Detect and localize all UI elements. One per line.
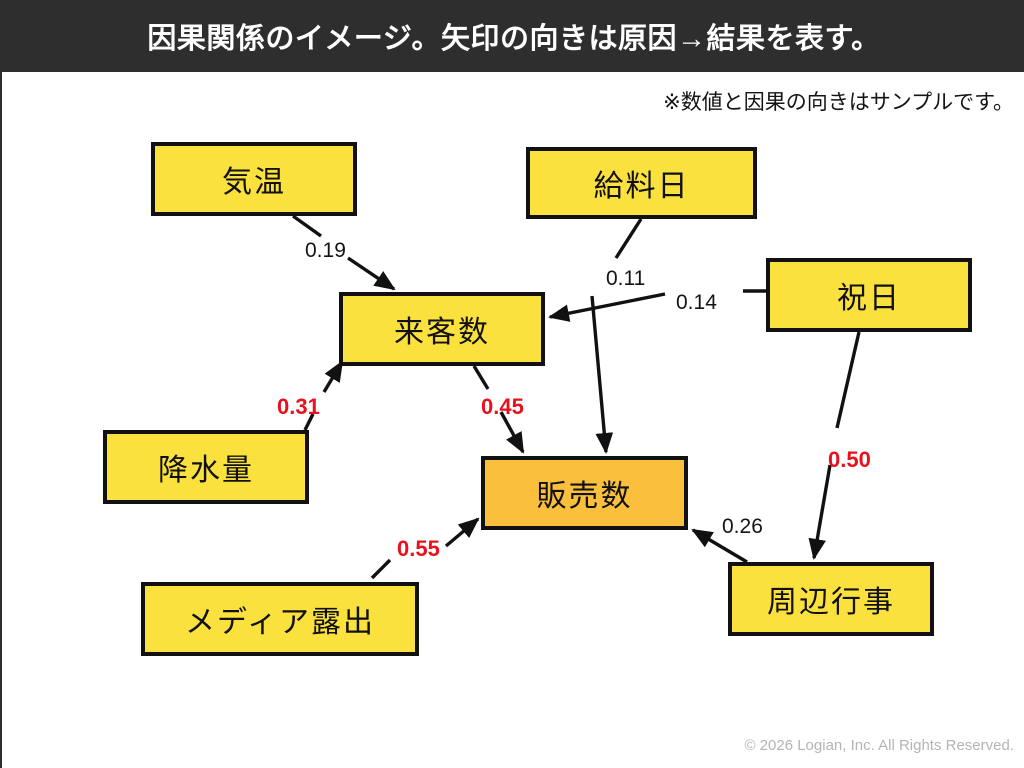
- edge-shukujitsu-to-shuhen: [808, 331, 861, 561]
- page-title: 因果関係のイメージ。矢印の向きは原因→結果を表す。: [147, 23, 881, 55]
- node-label: 気温: [222, 166, 286, 199]
- edge-label-kion-raikyakusu: 0.19: [305, 239, 346, 262]
- node-shukujitsu[interactable]: 祝日: [766, 258, 972, 332]
- node-shuhen[interactable]: 周辺行事: [728, 562, 934, 636]
- edge-media-to-hanbaisu: [370, 517, 480, 580]
- node-label: メディア露出: [185, 606, 375, 639]
- edge-label-media-hanbaisu: 0.55: [397, 536, 440, 561]
- edge-kosuiryo-to-raikyakusu: [303, 360, 344, 431]
- node-kion[interactable]: 気温: [151, 142, 357, 216]
- edge-kion-to-raikyakusu: [292, 214, 396, 291]
- node-label: 来客数: [394, 316, 490, 349]
- edge-label-shuhen-hanbaisu: 0.26: [722, 515, 763, 538]
- edge-label-shukujitsu-shuhen: 0.50: [828, 447, 871, 472]
- edge-shukujitsu-to-raikyakusu: [547, 289, 766, 322]
- edge-label-kyuryobi-hanbaisu: 0.11: [606, 267, 646, 290]
- sample-note: ※数値と因果の向きはサンプルです。: [663, 91, 1014, 114]
- node-raikyakusu[interactable]: 来客数: [339, 292, 545, 366]
- node-label: 祝日: [837, 282, 901, 315]
- copyright-footer: © 2026 Logian, Inc. All Rights Reserved.: [744, 737, 1014, 754]
- node-label: 販売数: [536, 480, 633, 513]
- node-label: 周辺行事: [767, 586, 895, 619]
- edge-shuhen-to-hanbaisu: [691, 528, 748, 564]
- edge-label-raikyakusu-hanbaisu: 0.45: [481, 394, 524, 419]
- edge-label-kosuiryo-raikyakusu: 0.31: [277, 394, 320, 419]
- node-media[interactable]: メディア露出: [141, 582, 419, 656]
- edge-raikyakusu-to-hanbaisu: [472, 365, 525, 454]
- edge-label-shukujitsu-raikyakusu: 0.14: [676, 291, 717, 314]
- node-kyuryobi[interactable]: 給料日: [526, 147, 757, 219]
- node-kosuiryo[interactable]: 降水量: [103, 430, 309, 504]
- edge-kyuryobi-to-hanbaisu: [590, 218, 643, 455]
- node-hanbaisu[interactable]: 販売数: [481, 456, 688, 530]
- node-label: 降水量: [158, 454, 254, 487]
- node-label: 給料日: [593, 170, 690, 203]
- header-bar: 因果関係のイメージ。矢印の向きは原因→結果を表す。: [2, 0, 1024, 72]
